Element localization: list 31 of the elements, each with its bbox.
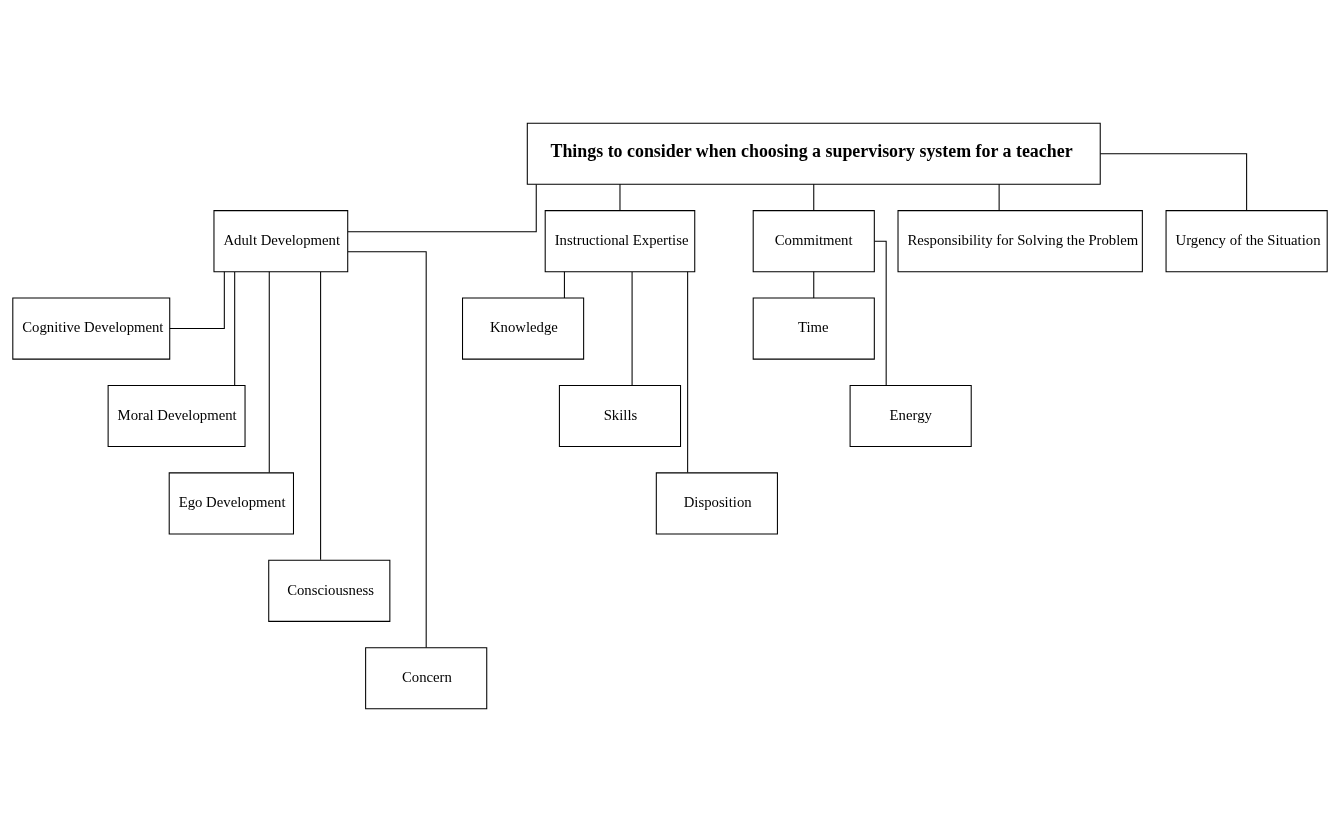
connector xyxy=(998,183,1000,211)
connector xyxy=(347,250,427,648)
connector xyxy=(347,183,537,232)
connector xyxy=(320,270,322,560)
node-box: Consciousness xyxy=(268,559,391,622)
connector xyxy=(874,240,887,386)
node-box: Concern xyxy=(365,646,488,709)
node-box: Energy xyxy=(849,384,972,447)
connector xyxy=(631,271,633,386)
connector xyxy=(234,271,236,386)
node-box: Instructional Expertise xyxy=(544,209,696,272)
connector xyxy=(563,270,565,298)
connector xyxy=(813,270,815,298)
node-box: Knowledge xyxy=(462,297,585,360)
connector xyxy=(619,183,621,211)
node-box: Ego Development xyxy=(168,471,294,534)
node-box: Urgency of the Situation xyxy=(1165,209,1328,272)
node-box: Commitment xyxy=(752,209,875,272)
node-box: Time xyxy=(752,297,875,360)
node-box: Things to consider when choosing a supervisory system for a teacher xyxy=(526,122,1101,185)
node-box: Cognitive Development xyxy=(12,297,171,360)
connector xyxy=(169,270,225,329)
connector xyxy=(813,183,815,211)
node-box: Responsibility for Solving the Problem xyxy=(897,209,1143,272)
connector xyxy=(1099,152,1248,211)
node-box: Adult Development xyxy=(213,209,349,272)
connector xyxy=(268,270,270,473)
node-box: Disposition xyxy=(655,471,778,534)
connector xyxy=(687,270,689,473)
node-box: Moral Development xyxy=(107,384,246,447)
node-box: Skills xyxy=(558,384,682,447)
